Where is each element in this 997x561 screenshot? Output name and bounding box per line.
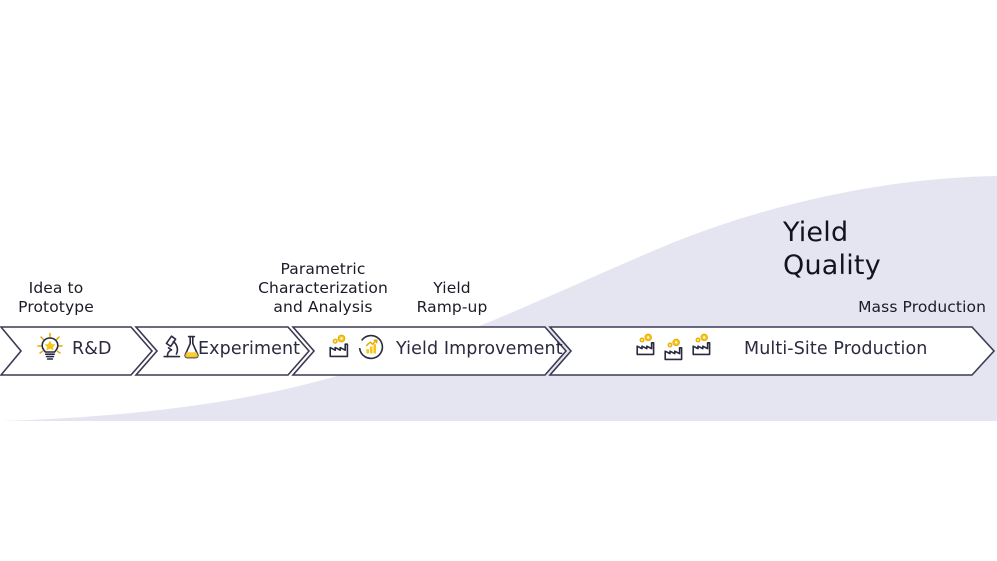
stage-label-idea-to-prototype: Idea to Prototype bbox=[18, 279, 94, 316]
process-segment-label-experiment: Experiment bbox=[198, 339, 301, 359]
process-segment-label-rd: R&D bbox=[72, 339, 112, 359]
experiment-icon-group bbox=[163, 335, 199, 359]
stage-label-yield-ramp-up: Yield Ramp-up bbox=[416, 279, 488, 316]
lightbulb-idea-icon bbox=[37, 332, 63, 360]
yield-improvement-icon-group bbox=[329, 334, 384, 360]
process-segment-experiment[interactable] bbox=[134, 326, 311, 376]
multi-site-production-icon-group bbox=[636, 333, 711, 361]
process-bar bbox=[0, 326, 996, 376]
factory-gear-icon bbox=[329, 334, 349, 358]
stage-label-mass-production: Mass Production bbox=[858, 298, 986, 316]
process-segment-yield-improvement[interactable] bbox=[291, 326, 568, 376]
process-segment-multi-site-production[interactable] bbox=[548, 326, 996, 376]
microscope-icon bbox=[163, 335, 181, 358]
flask-icon bbox=[184, 335, 199, 359]
factory-gear-icon bbox=[636, 333, 655, 356]
factory-gear-icon bbox=[692, 333, 711, 356]
process-segment-rd[interactable] bbox=[0, 326, 154, 376]
stage-label-parametric-characterization: Parametric Characterization and Analysis bbox=[258, 260, 388, 316]
process-segment-label-yield-improvement: Yield Improvement bbox=[396, 339, 563, 359]
headline-yield-quality: Yield Quality bbox=[783, 217, 881, 281]
chart-circle-icon bbox=[358, 334, 384, 360]
process-segment-label-multi-site-production: Multi-Site Production bbox=[744, 339, 928, 359]
factory-gear-icon bbox=[664, 338, 683, 361]
